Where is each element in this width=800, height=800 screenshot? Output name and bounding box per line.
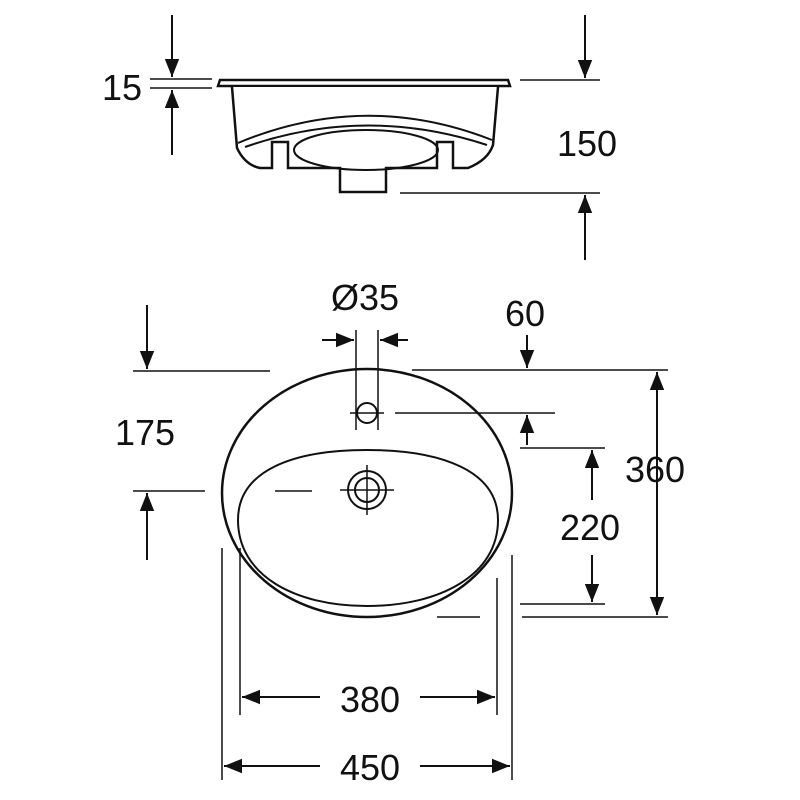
bowl-curve-inner — [244, 124, 488, 148]
dim-bowl-width: 380 — [340, 679, 400, 720]
dim-bowl-depth: 220 — [560, 507, 620, 548]
dim-tap-hole-diameter: Ø35 — [331, 277, 399, 318]
basin-body — [230, 86, 500, 194]
side-view: 15 150 — [102, 15, 617, 260]
dim-height: 150 — [557, 123, 617, 164]
dim-drain-offset: 175 — [115, 412, 175, 453]
dim-rim-thickness: 15 — [102, 67, 142, 108]
dim-overall-depth: 360 — [625, 449, 685, 490]
basin-rim — [216, 78, 512, 88]
bowl-curve-outer — [237, 114, 493, 144]
bowl-outline — [236, 448, 500, 608]
dim-tap-hole-offset: 60 — [505, 293, 545, 334]
plan-view: Ø35 60 175 360 220 380 — [115, 277, 685, 788]
dim-overall-width: 450 — [340, 747, 400, 788]
drain-outline — [293, 129, 439, 171]
